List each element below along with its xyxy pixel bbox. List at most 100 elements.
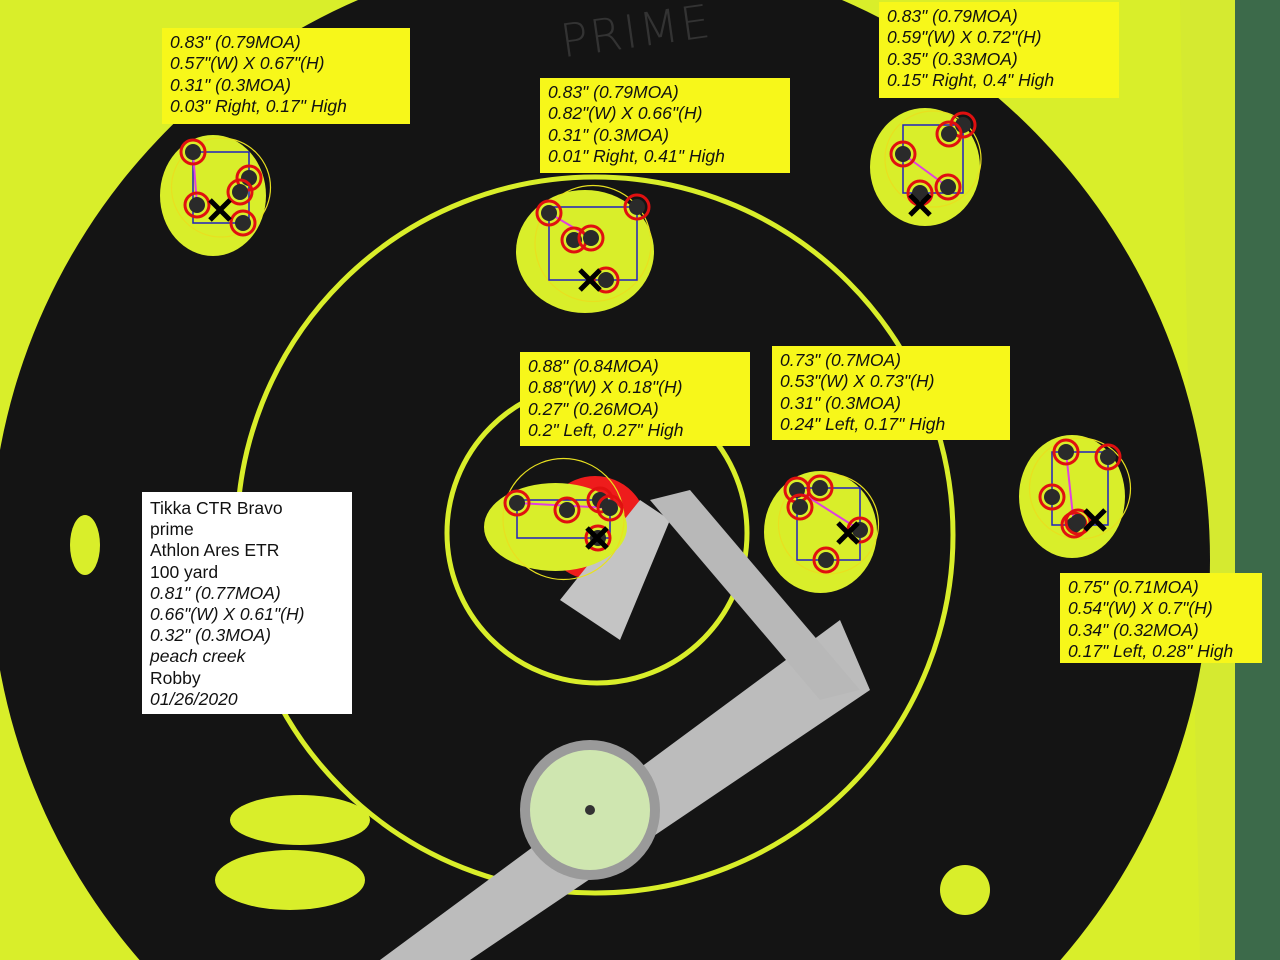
bullet-hole [602, 500, 618, 516]
caliper [380, 490, 870, 960]
group-size: 0.83" (0.79MOA) [887, 6, 1018, 26]
shot-group-2 [516, 184, 654, 313]
scope: Athlon Ares ETR [150, 540, 280, 561]
bullet-hole [792, 499, 808, 515]
bullet-hole [189, 197, 205, 213]
aim-point-x-icon [1083, 508, 1107, 532]
overall-mean-radius: 0.32" (0.3MOA) [150, 625, 271, 646]
group-width-height: 0.57"(W) X 0.67"(H) [170, 53, 325, 74]
bullet-hole [1070, 514, 1086, 530]
bullet-hole [812, 480, 828, 496]
shot-marker [1060, 511, 1088, 539]
bullet-hole [629, 199, 645, 215]
shot-marker [553, 496, 581, 524]
group-circle [777, 473, 880, 575]
bullet-hole [235, 215, 251, 231]
bullet-hole [185, 144, 201, 160]
overall-width-height: 0.66"(W) X 0.61"(H) [150, 604, 305, 625]
group-size: 0.83" (0.79MOA) [170, 32, 301, 52]
group-circle [884, 110, 982, 208]
shot-marker [889, 140, 917, 168]
shot-marker [226, 178, 254, 206]
group-circle [534, 184, 652, 303]
group-mean-radius: 0.31" (0.3MOA) [780, 392, 901, 413]
group-circle [1028, 437, 1132, 540]
ammo: prime [150, 519, 194, 540]
aim-point-x-icon [836, 521, 860, 545]
group-mean-radius: 0.35" (0.33MOA) [887, 48, 1018, 69]
group-width-height: 0.59"(W) X 0.72"(H) [887, 27, 1042, 48]
shot-marker [623, 193, 651, 221]
group-circle [170, 137, 272, 238]
bullet-hole [941, 126, 957, 142]
shot-group-1 [160, 135, 272, 256]
bullet-hole [583, 230, 599, 246]
bullet-hole [1100, 449, 1116, 465]
distance: 100 yard [150, 561, 219, 582]
bullet-hole [940, 179, 956, 195]
group-circle [502, 457, 625, 581]
shot-group-5 [764, 471, 880, 593]
shot-marker [786, 493, 814, 521]
group-label-4: 0.88" (0.84MOA) 0.88"(W) X 0.18"(H) 0.27… [520, 352, 750, 446]
shot-marker [806, 474, 834, 502]
shot-marker [584, 524, 612, 552]
shot-group-3 [870, 108, 982, 226]
group-mean-radius: 0.27" (0.26MOA) [528, 398, 659, 419]
background-grass [1235, 0, 1280, 960]
aim-point-x-icon [208, 198, 232, 222]
group-size: 0.75" (0.71MOA) [1068, 577, 1199, 597]
shot-marker [235, 164, 263, 192]
shot-group-6 [1019, 435, 1132, 558]
aim-point-x-icon [578, 268, 602, 292]
group-size: 0.73" (0.7MOA) [780, 350, 901, 370]
shot-marker [503, 489, 531, 517]
shooter: Robby [150, 667, 201, 688]
shot-groups [160, 108, 1132, 593]
practice-holes [70, 515, 990, 915]
bullet-hole [598, 272, 614, 288]
shot-marker [1052, 438, 1080, 466]
shot-marker [577, 224, 605, 252]
bullet-hole [1044, 489, 1060, 505]
group-label-5: 0.73" (0.7MOA) 0.53"(W) X 0.73"(H) 0.31"… [772, 346, 1010, 440]
bullet-hole [912, 185, 928, 201]
aim-point-x-icon [585, 526, 609, 550]
shot-marker [179, 138, 207, 166]
shot-marker [596, 494, 624, 522]
group-mean-radius: 0.31" (0.3MOA) [170, 74, 291, 95]
bullet-hole [541, 205, 557, 221]
group-offset: 0.2" Left, 0.27" High [528, 419, 684, 440]
bullet-hole [1058, 444, 1074, 460]
bullet-hole [232, 184, 248, 200]
shot-marker [535, 199, 563, 227]
group-label-1: 0.83" (0.79MOA) 0.57"(W) X 0.67"(H) 0.31… [162, 28, 410, 124]
group-offset: 0.03" Right, 0.17" High [170, 95, 347, 116]
group-width-height: 0.54"(W) X 0.7"(H) [1068, 598, 1213, 619]
overall-group-size: 0.81" (0.77MOA) [150, 582, 281, 603]
summary-label: Tikka CTR Bravo prime Athlon Ares ETR 10… [142, 492, 352, 714]
group-offset: 0.24" Left, 0.17" High [780, 413, 946, 434]
group-size: 0.88" (0.84MOA) [528, 356, 659, 376]
shot-marker [935, 120, 963, 148]
extreme-spread-line [902, 153, 949, 188]
group-width-height: 0.88"(W) X 0.18"(H) [528, 377, 683, 398]
location: peach creek [150, 646, 246, 667]
group-bounding-box [192, 151, 250, 224]
bullet-hole [895, 146, 911, 162]
group-offset: 0.01" Right, 0.41" High [548, 145, 725, 166]
group-offset: 0.15" Right, 0.4" High [887, 69, 1055, 90]
group-width-height: 0.53"(W) X 0.73"(H) [780, 371, 935, 392]
group-label-6: 0.75" (0.71MOA) 0.54"(W) X 0.7"(H) 0.34"… [1060, 573, 1262, 663]
shot-marker [183, 191, 211, 219]
group-mean-radius: 0.34" (0.32MOA) [1068, 619, 1199, 640]
bullet-hole [818, 552, 834, 568]
date: 01/26/2020 [150, 688, 238, 709]
bullet-hole [559, 502, 575, 518]
shot-marker [949, 111, 977, 139]
shot-marker [229, 209, 257, 237]
group-offset: 0.17" Left, 0.28" High [1068, 640, 1234, 661]
group-mean-radius: 0.31" (0.3MOA) [548, 124, 669, 145]
shot-marker [934, 173, 962, 201]
shot-marker [812, 546, 840, 574]
